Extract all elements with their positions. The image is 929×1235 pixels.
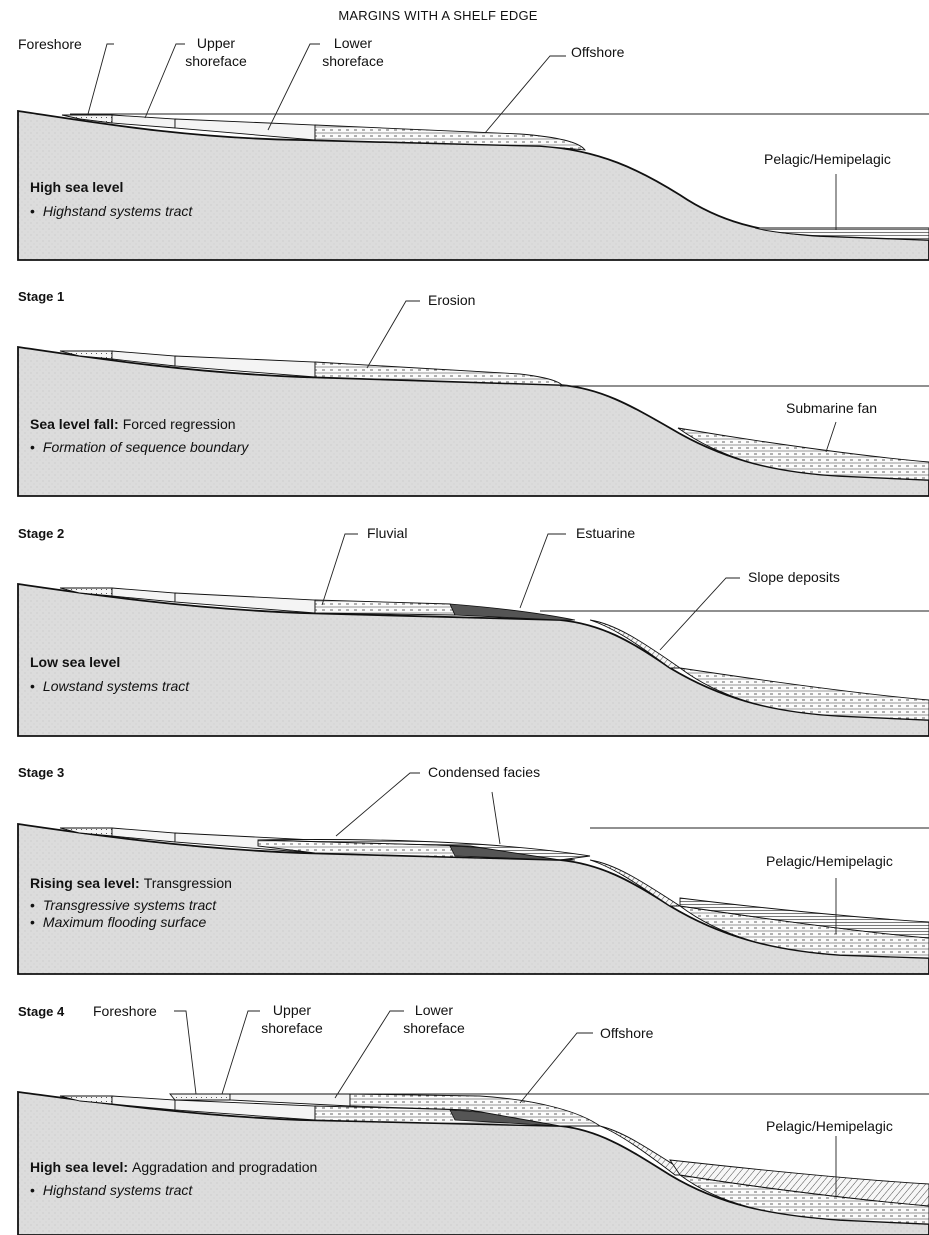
offshore-deposit xyxy=(314,124,586,151)
diagram-title: MARGINS WITH A SHELF EDGE xyxy=(338,8,537,23)
condensed-facies-deposit xyxy=(257,839,591,861)
pelagic-deposit xyxy=(679,897,929,939)
label-upper-1: Upper xyxy=(273,1002,311,1018)
label-upper-2: shoreface xyxy=(261,1020,323,1036)
label-pelagic: Pelagic/Hemipelagic xyxy=(764,151,891,167)
label-pelagic: Pelagic/Hemipelagic xyxy=(766,1118,893,1134)
stage-label: Stage 3 xyxy=(18,765,64,780)
label-submarine-fan: Submarine fan xyxy=(786,400,877,416)
caption-bullet: •Lowstand systems tract xyxy=(30,678,190,694)
label-erosion: Erosion xyxy=(428,292,475,308)
estuarine-deposit xyxy=(449,603,576,621)
caption-title: High sea level:Aggradation and progradat… xyxy=(30,1159,317,1175)
caption-title: Low sea level xyxy=(30,654,120,670)
label-estuarine: Estuarine xyxy=(576,525,635,541)
label-pelagic: Pelagic/Hemipelagic xyxy=(766,853,893,869)
caption-bullet-2: •Maximum flooding surface xyxy=(30,914,207,930)
caption-bullet: •Highstand systems tract xyxy=(30,203,193,219)
panel-stage-2: Stage 2 Fluvial Estuarine Slope deposits… xyxy=(17,525,929,737)
label-offshore: Offshore xyxy=(571,44,625,60)
highstand-offshore-deposit xyxy=(349,1093,602,1127)
label-lower-2: shoreface xyxy=(403,1020,465,1036)
stage-label: Stage 4 xyxy=(18,1004,65,1019)
label-slope-deposits: Slope deposits xyxy=(748,569,840,585)
panel-stage-4: Stage 4 Foreshore Upper shoreface Lower … xyxy=(17,1002,929,1235)
label-foreshore: Foreshore xyxy=(18,36,82,52)
label-upper-2: shoreface xyxy=(185,53,247,69)
label-fluvial: Fluvial xyxy=(367,525,407,541)
label-condensed-facies: Condensed facies xyxy=(428,764,540,780)
submarine-fan-deposit xyxy=(677,427,929,481)
caption-bullet: •Formation of sequence boundary xyxy=(30,439,249,455)
caption-bullet-1: •Transgressive systems tract xyxy=(30,897,217,913)
label-foreshore: Foreshore xyxy=(93,1003,157,1019)
caption-title: High sea level xyxy=(30,179,123,195)
label-lower-1: Lower xyxy=(415,1002,453,1018)
label-lower-2: shoreface xyxy=(322,53,384,69)
highstand-foreshore-deposit xyxy=(169,1093,231,1101)
stage-label: Stage 1 xyxy=(18,289,64,304)
panel-stage-3: Stage 3 Condensed facies Pelagic/Hemipel… xyxy=(17,764,929,975)
label-offshore: Offshore xyxy=(600,1025,654,1041)
label-lower-1: Lower xyxy=(334,35,372,51)
panel-stage-1: Stage 1 Erosion Submarine fan Sea level … xyxy=(17,289,929,497)
label-upper-1: Upper xyxy=(197,35,235,51)
caption-bullet: •Highstand systems tract xyxy=(30,1182,193,1198)
pelagic-deposit xyxy=(754,227,929,241)
caption-title: Rising sea level:Transgression xyxy=(30,875,232,891)
caption-title: Sea level fall:Forced regression xyxy=(30,416,236,432)
stage-label: Stage 2 xyxy=(18,526,64,541)
panel-high-sea-level: Foreshore Upper shoreface Lower shorefac… xyxy=(17,35,929,261)
